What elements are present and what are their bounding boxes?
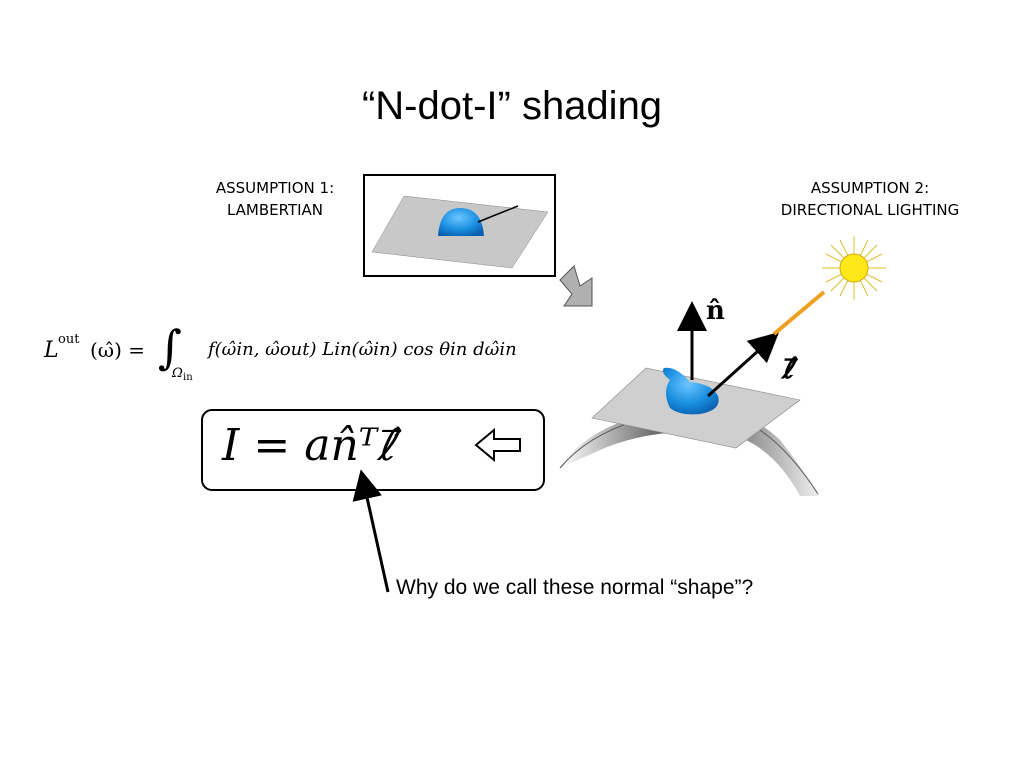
lambertian-inset <box>363 174 556 277</box>
assumption-2-text: DIRECTIONAL LIGHTING <box>780 201 960 219</box>
assumption-1: ASSUMPTION 1: LAMBERTIAN <box>200 177 350 221</box>
rendering-lhs-sup: out <box>58 332 80 347</box>
surface-blob <box>662 367 719 415</box>
slide-title: “N-dot-I” shading <box>361 84 663 128</box>
shading-equation: I = an̂ᵀℓ⃗ <box>222 420 396 471</box>
light-ray <box>772 290 826 336</box>
sun-icon <box>822 236 886 300</box>
rendering-rhs: f(ω̂in, ω̂out) Lin(ω̂in) cos θin dω̂in <box>208 339 517 360</box>
question-text: Why do we call these normal “shape”? <box>396 576 754 599</box>
left-arrow-icon <box>474 427 521 463</box>
rendering-lhs-arg: (ω̂) = <box>90 338 146 362</box>
light-label: ℓ⃗ <box>782 352 794 385</box>
assumption-1-heading: ASSUMPTION 1: <box>215 179 335 197</box>
transition-arrow-icon <box>559 265 593 307</box>
light-vector-arrow <box>706 331 780 398</box>
assumption-2: ASSUMPTION 2: DIRECTIONAL LIGHTING <box>760 177 980 221</box>
normal-label: n̂ <box>706 296 725 326</box>
rendering-lhs: L <box>44 338 59 363</box>
integral-domain: Ω <box>172 366 183 381</box>
inset-hemisphere <box>438 208 484 236</box>
assumption-2-heading: ASSUMPTION 2: <box>810 179 930 197</box>
integral-sign: ∫ <box>158 320 182 374</box>
pointer-arrow <box>352 469 390 593</box>
integral-domain-sub: in <box>183 372 193 383</box>
rendering-equation: L out (ω̂) = ∫ Ω in f(ω̂in, ω̂out) Lin(ω… <box>44 320 564 388</box>
inset-normal-line <box>477 205 519 223</box>
assumption-1-text: LAMBERTIAN <box>226 201 324 219</box>
